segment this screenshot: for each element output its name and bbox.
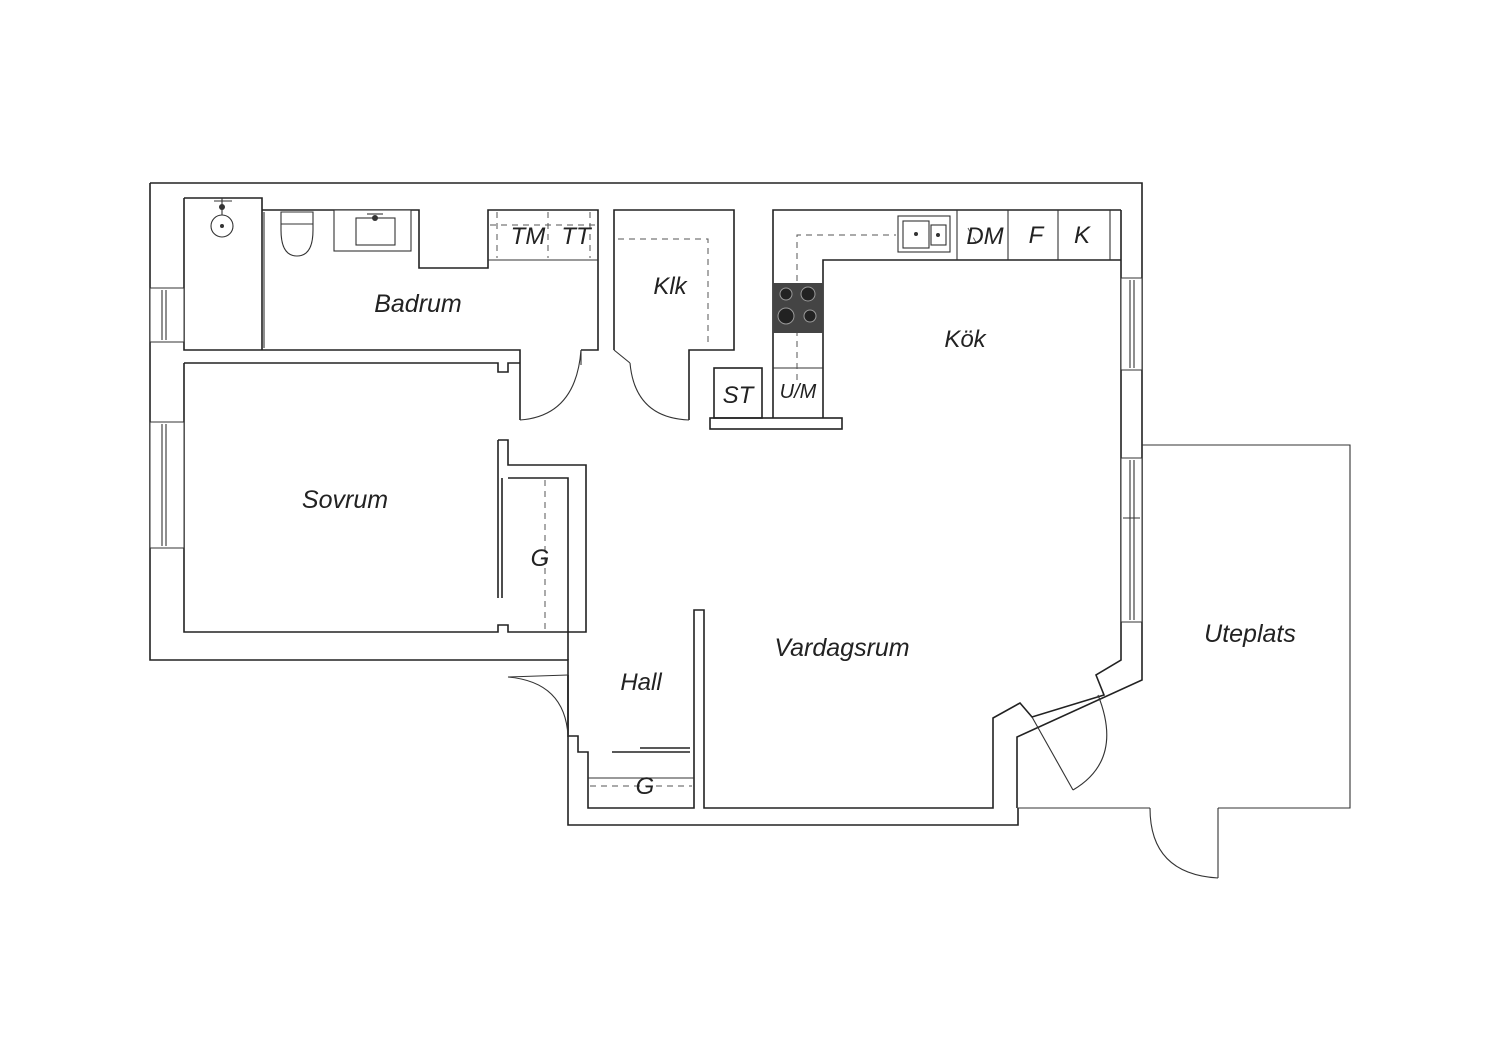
room-label-hall: Hall bbox=[620, 669, 662, 696]
windows bbox=[149, 277, 1143, 623]
hall-wardrobe bbox=[588, 747, 694, 787]
bathroom-door-icon bbox=[519, 349, 582, 421]
window-icon bbox=[149, 287, 185, 343]
appliance-label-tm: TM bbox=[511, 223, 546, 250]
appliance-label-tt: TT bbox=[561, 223, 593, 250]
appliance-label-dm: DM bbox=[966, 223, 1003, 250]
room-label-garderob-sovrum: G bbox=[531, 545, 550, 572]
doors bbox=[507, 349, 1219, 879]
room-label-garderob-hall: G bbox=[636, 773, 655, 800]
room-label-badrum: Badrum bbox=[374, 290, 462, 318]
storage-area bbox=[709, 367, 843, 430]
terrace bbox=[1018, 444, 1351, 809]
balcony-door-icon bbox=[1031, 716, 1074, 791]
appliance-label-f: F bbox=[1029, 222, 1045, 249]
toilet-icon bbox=[280, 211, 314, 257]
window-icon bbox=[1120, 457, 1143, 623]
room-label-klk: Klk bbox=[653, 273, 688, 300]
bedroom-wardrobe bbox=[497, 439, 587, 633]
klk-door-icon bbox=[629, 362, 690, 421]
kitchen bbox=[772, 209, 1121, 418]
stove-icon bbox=[773, 283, 823, 333]
appliance-label-um: U/M bbox=[780, 381, 817, 403]
terrace-gate-icon bbox=[1149, 807, 1219, 879]
klk-closet bbox=[613, 209, 735, 420]
room-label-sovrum: Sovrum bbox=[302, 486, 388, 514]
bathroom bbox=[184, 197, 599, 420]
room-label-kok: Kök bbox=[944, 326, 987, 353]
outer-walls bbox=[149, 182, 1143, 826]
window-icon bbox=[149, 421, 185, 549]
room-label-vardagsrum: Vardagsrum bbox=[774, 634, 909, 662]
room-label-uteplats: Uteplats bbox=[1204, 620, 1296, 648]
window-icon bbox=[1120, 277, 1143, 371]
entrance-door-icon bbox=[507, 676, 569, 737]
appliance-label-st: ST bbox=[723, 382, 756, 409]
appliance-label-k: K bbox=[1074, 222, 1091, 249]
